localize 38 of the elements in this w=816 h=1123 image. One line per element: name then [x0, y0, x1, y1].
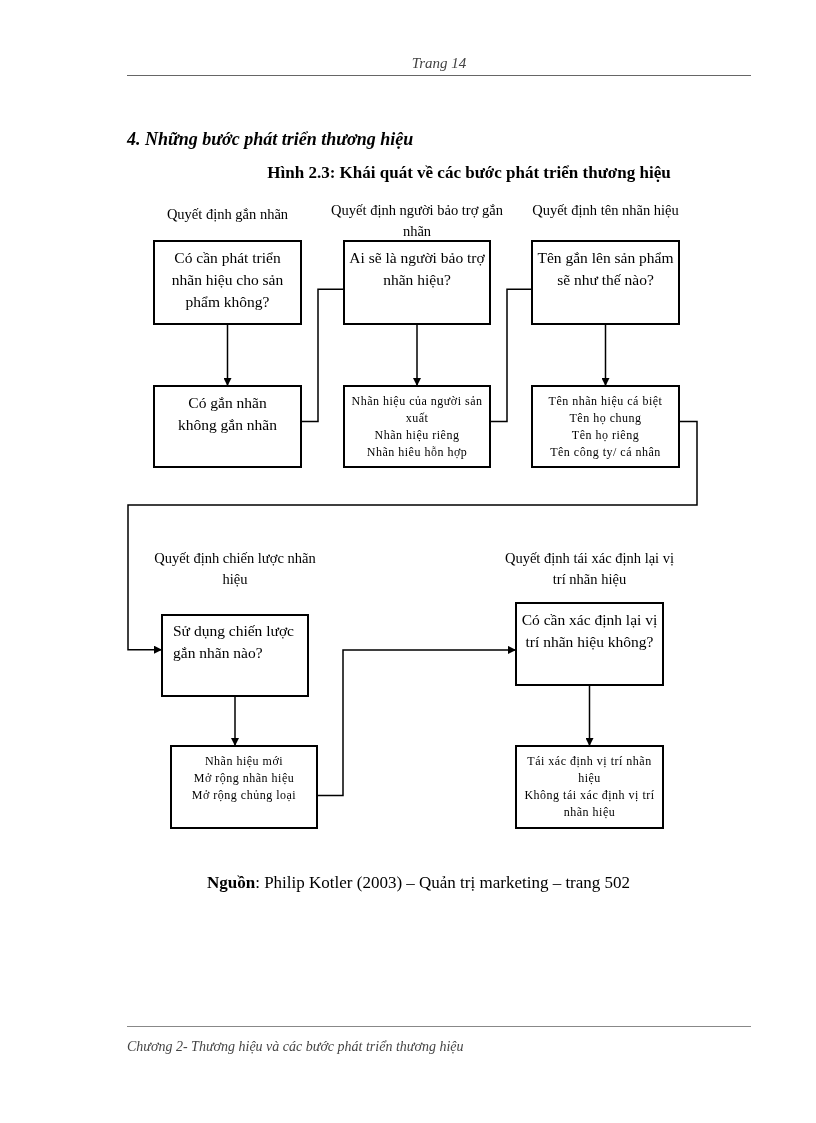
arrow — [601, 324, 610, 386]
figure-title: Hình 2.3: Khái quát về các bước phát triển thương hiệu — [267, 162, 671, 184]
step-heading: Quyết định người bảo trợ gắn nhãn — [330, 201, 504, 241]
option-text: Nhãn hiệu riêng — [374, 427, 460, 444]
question-text: Có cần xác định lại vị trí nhãn hiệu không? — [521, 610, 658, 652]
step-heading: Quyết định gắn nhãn — [165, 205, 290, 224]
option-text: Có gắn nhãn — [188, 393, 267, 413]
option-text: Nhãn hiệu mới — [204, 753, 284, 770]
arrow — [413, 324, 421, 386]
source-caption: Nguồn: Philip Kotler (2003) – Quản trị marketing – trang 502 — [207, 873, 631, 892]
option-text: Mở rộng nhãn hiệu — [193, 770, 295, 787]
question-text: Ai sẽ là người bảo trợ nhãn hiệu? — [349, 248, 485, 290]
option-text: Tên họ chung — [569, 410, 642, 427]
question-text: Tên gắn lên sản phẩm sẽ như thế nào? — [537, 248, 674, 290]
step-heading: Quyết định chiến lược nhãn hiệu — [153, 549, 317, 589]
arrow — [127, 420, 698, 654]
option-text: Tên họ riêng — [571, 427, 640, 444]
chapter-footer: Chương 2- Thương hiệu và các bước phát triển thương hiệu — [127, 1039, 464, 1054]
question-text: Sử dụng chiến lược gắn nhãn nào? — [173, 621, 295, 663]
option-text: Nhãn hiệu của người sản xuất — [350, 393, 484, 427]
connector-line — [490, 288, 532, 423]
step-heading: Quyết định tái xác định lại vị trí nhãn hiệu — [503, 549, 676, 589]
page-number: Trang 14 — [411, 54, 467, 73]
arrow — [223, 324, 232, 386]
arrow — [231, 696, 239, 746]
question-text: Có cần phát triển nhãn hiệu cho sản phẩm không? — [170, 248, 285, 312]
option-text: không gắn nhãn — [178, 415, 277, 435]
arrow — [317, 645, 516, 797]
option-text: Mở rộng chủng loại — [191, 787, 297, 804]
step-heading: Quyết định tên nhãn hiệu — [531, 201, 680, 220]
option-text: Tên nhãn hiệu cá biệt — [548, 393, 663, 410]
connector-line — [301, 288, 344, 423]
option-text: Không tái xác định vị trí nhãn hiệu — [523, 787, 656, 821]
option-text: Tái xác định vị trí nhãn hiệu — [526, 753, 653, 787]
option-text: Nhãn hiêu hỗn hợp — [366, 444, 468, 461]
section-heading: 4. Những bước phát triển thương hiệu — [127, 129, 414, 149]
arrow — [585, 685, 594, 746]
option-text: Tên công ty/ cá nhân — [550, 444, 661, 461]
